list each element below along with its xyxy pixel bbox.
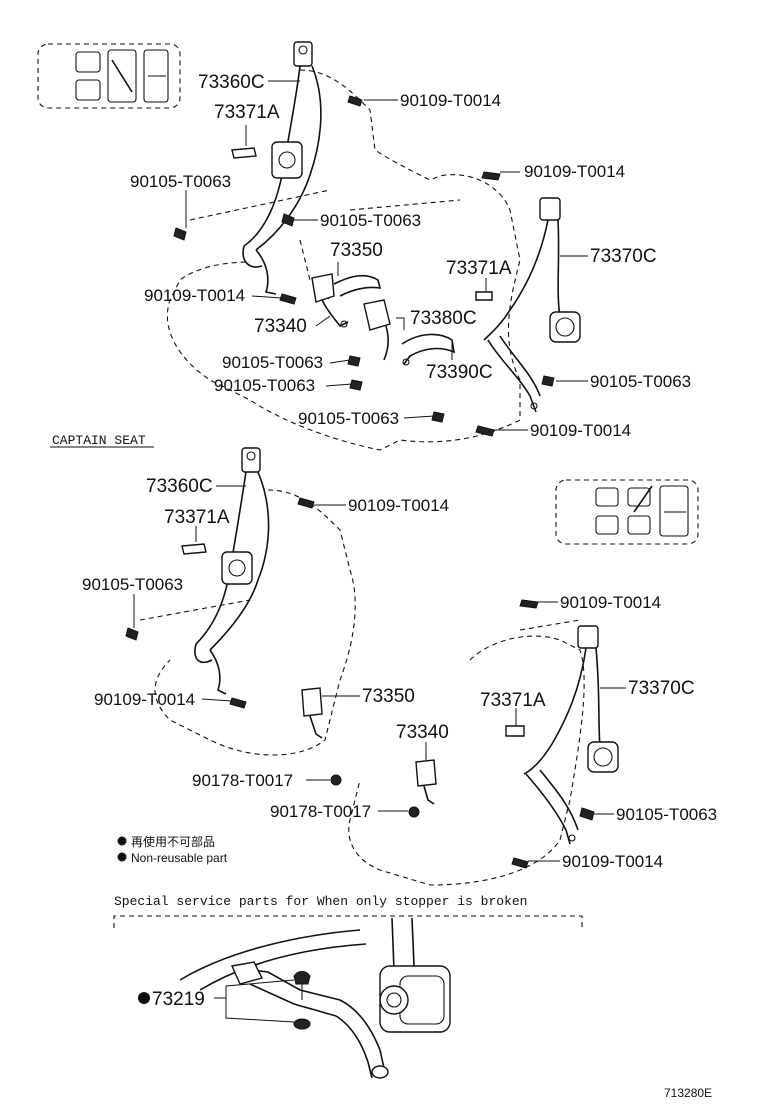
captain-seat-right-outline — [348, 619, 585, 886]
label-90109-t0014-f: 90109-T0014 — [560, 593, 661, 612]
buckle-73340-top — [321, 299, 349, 328]
label-73350-bottom: 73350 — [362, 686, 415, 707]
label-73340-bottom: 73340 — [396, 722, 449, 743]
seat-belt-73370c-top — [483, 197, 581, 413]
label-90109-t0014-h: 90109-T0014 — [562, 852, 663, 871]
label-90105-t0063-d: 90105-T0063 — [214, 376, 315, 395]
buckle-73350-top — [311, 273, 382, 303]
label-90109-t0014-e: 90109-T0014 — [348, 496, 449, 515]
label-73350-top: 73350 — [330, 240, 383, 261]
seat-belt-73360c-bottom — [194, 447, 270, 695]
diagram-code: 713280E — [664, 1086, 712, 1100]
label-73360c-top: 73360C — [198, 72, 265, 93]
seat-position-icon-top — [37, 43, 181, 109]
guide-73371a-top-right — [475, 291, 493, 301]
label-90109-t0014-a: 90109-T0014 — [400, 91, 501, 110]
label-90109-t0014-b: 90109-T0014 — [524, 162, 625, 181]
label-73219: 73219 — [152, 989, 205, 1010]
buckle-73340-bottom — [415, 759, 437, 805]
buckle-73380c-top — [363, 299, 391, 361]
legend-text-jp: 再使用不可部品 — [131, 834, 215, 849]
label-90105-t0063-h: 90105-T0063 — [616, 805, 717, 824]
label-73370c-top: 73370C — [590, 246, 657, 267]
label-90105-t0063-e: 90105-T0063 — [298, 409, 399, 428]
buckle-73350-bottom — [301, 687, 323, 739]
label-73390c: 73390C — [426, 362, 493, 383]
label-73370c-bottom: 73370C — [628, 678, 695, 699]
label-90109-t0014-g: 90109-T0014 — [94, 690, 195, 709]
bolt-symbols-bottom — [125, 497, 595, 869]
label-73371a-top: 73371A — [214, 102, 280, 123]
bolt-symbols-top — [173, 95, 555, 437]
label-90178-t0017-b: 90178-T0017 — [270, 802, 371, 821]
label-90109-t0014-d: 90109-T0014 — [530, 421, 631, 440]
label-90105-t0063-c: 90105-T0063 — [222, 353, 323, 372]
guide-73371a-top — [231, 147, 257, 159]
leader-lines-bottom — [133, 485, 626, 862]
special-parts-bracket — [113, 915, 583, 928]
label-90178-t0017-a: 90178-T0017 — [192, 771, 293, 790]
guide-73371a-bottom — [181, 543, 207, 555]
special-part-bullet — [138, 992, 150, 1004]
legend-bullet-en — [117, 852, 127, 862]
buckle-73390c-top — [401, 333, 456, 366]
label-73340-top: 73340 — [254, 316, 307, 337]
label-90105-t0063-a: 90105-T0063 — [130, 172, 231, 191]
label-90105-t0063-b: 90105-T0063 — [320, 211, 421, 230]
seat-position-icon-bottom — [555, 479, 699, 545]
label-90109-t0014-c: 90109-T0014 — [144, 286, 245, 305]
top-seat-outline — [166, 69, 521, 451]
legend-bullet-jp — [117, 836, 127, 846]
leader-lines-top — [185, 80, 588, 431]
captain-seat-left-outline — [139, 489, 356, 756]
guide-73371a-bottom-right — [505, 725, 525, 737]
seat-belt-73370c-bottom — [523, 625, 619, 845]
stopper-detail-drawing — [179, 917, 451, 1079]
special-service-note: Special service parts for When only stop… — [114, 894, 527, 909]
label-73360c-bottom: 73360C — [146, 476, 213, 497]
label-90105-t0063-g: 90105-T0063 — [82, 575, 183, 594]
label-73371a-top-right: 73371A — [446, 258, 512, 279]
label-90105-t0063-f: 90105-T0063 — [590, 372, 691, 391]
section-label-captain-seat: CAPTAIN SEAT — [52, 433, 146, 448]
label-73371a-bottom-right: 73371A — [480, 690, 546, 711]
label-73371a-bottom: 73371A — [164, 507, 230, 528]
label-73380c: 73380C — [410, 308, 477, 329]
seat-belt-73360c-top — [242, 41, 322, 295]
legend-text-en: Non-reusable part — [131, 851, 228, 865]
